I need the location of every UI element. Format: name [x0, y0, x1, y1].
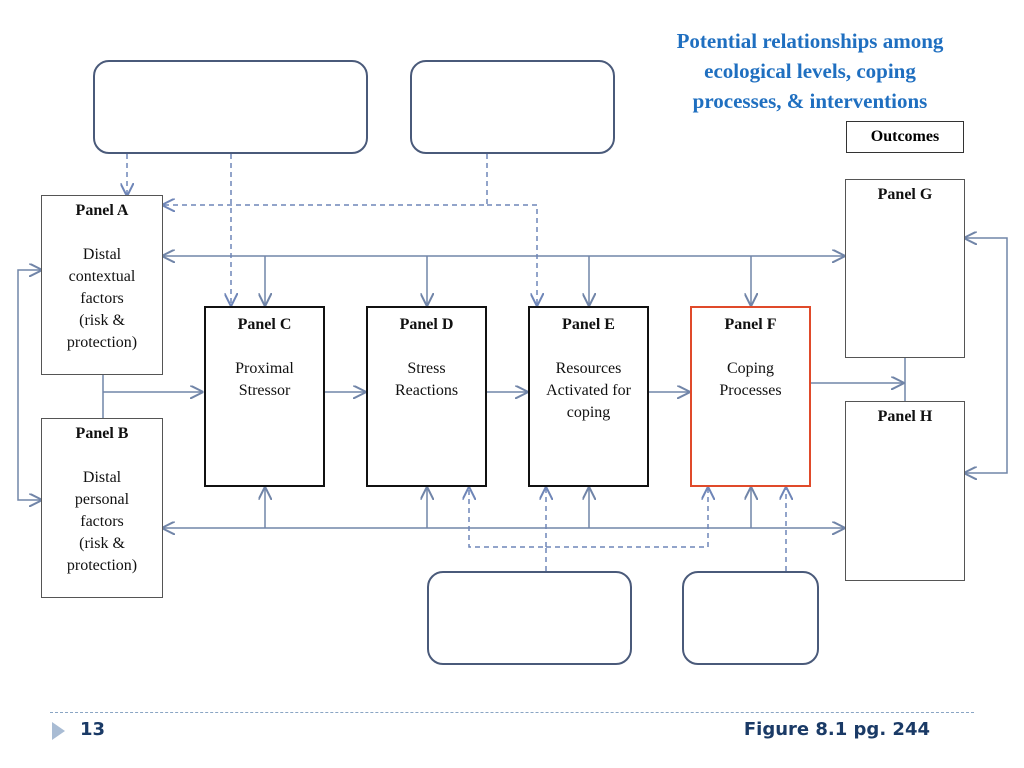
intervention-box-top-right — [410, 60, 615, 154]
intervention-box-bottom-left — [427, 571, 632, 665]
panel-e-title: Panel E — [562, 316, 615, 333]
panel-f: Panel F Coping Processes — [690, 306, 811, 487]
panel-e: Panel E Resources Activated for coping — [528, 306, 649, 487]
panel-b-line: (risk & — [79, 535, 125, 552]
panel-f-body: Coping Processes — [692, 358, 809, 402]
panel-b-line: Distal — [82, 469, 122, 486]
panel-a-line: contextual — [68, 268, 136, 285]
panel-b-line: personal — [74, 491, 130, 508]
panel-d-title: Panel D — [399, 316, 454, 333]
panel-d-line: Stress — [407, 360, 446, 377]
panel-e-body: Resources Activated for coping — [530, 358, 647, 424]
panel-e-line: Resources — [555, 360, 622, 377]
panel-a-title: Panel A — [75, 202, 129, 219]
outcomes-label: Outcomes — [846, 121, 964, 153]
panel-g: Panel G — [845, 179, 965, 358]
panel-c-line: Stressor — [238, 382, 291, 399]
title-line-1: Potential relationships among — [676, 29, 944, 53]
panel-c-body: Proximal Stressor — [206, 358, 323, 402]
panel-a: Panel A Distal contextual factors (risk … — [41, 195, 163, 375]
panel-e-line: Activated for — [546, 382, 631, 399]
panel-h-title: Panel H — [877, 408, 933, 425]
panel-c: Panel C Proximal Stressor — [204, 306, 325, 487]
panel-c-line: Proximal — [235, 360, 294, 377]
panel-d-body: Stress Reactions — [368, 358, 485, 402]
panel-e-line: coping — [566, 404, 611, 421]
panel-a-line: (risk & — [79, 312, 125, 329]
panel-b: Panel B Distal personal factors (risk & … — [41, 418, 163, 598]
panel-a-line: Distal — [82, 246, 122, 263]
panel-f-line: Coping — [726, 360, 775, 377]
footer-divider — [50, 712, 974, 713]
panel-a-line: factors — [80, 290, 124, 307]
panel-b-body: Distal personal factors (risk & protecti… — [42, 467, 162, 577]
panel-b-line: protection) — [66, 557, 138, 574]
panel-g-title: Panel G — [877, 186, 933, 203]
intervention-box-top-left — [93, 60, 368, 154]
panel-b-title: Panel B — [75, 425, 129, 442]
intervention-box-bottom-right — [682, 571, 819, 665]
panel-f-title: Panel F — [724, 316, 777, 333]
diagram-title: Potential relationships among ecological… — [640, 26, 980, 116]
panel-f-line: Processes — [719, 382, 782, 399]
panel-d-line: Reactions — [394, 382, 459, 399]
title-line-3: processes, & interventions — [692, 89, 928, 113]
figure-reference: Figure 8.1 pg. 244 — [743, 719, 930, 740]
slide-bullet-icon — [52, 722, 65, 740]
slide-number: 13 — [80, 719, 106, 740]
panel-c-title: Panel C — [237, 316, 292, 333]
panel-a-line: protection) — [66, 334, 138, 351]
panel-h: Panel H — [845, 401, 965, 581]
panel-a-body: Distal contextual factors (risk & protec… — [42, 244, 162, 354]
panel-b-line: factors — [80, 513, 124, 530]
title-line-2: ecological levels, coping — [704, 59, 916, 83]
panel-d: Panel D Stress Reactions — [366, 306, 487, 487]
